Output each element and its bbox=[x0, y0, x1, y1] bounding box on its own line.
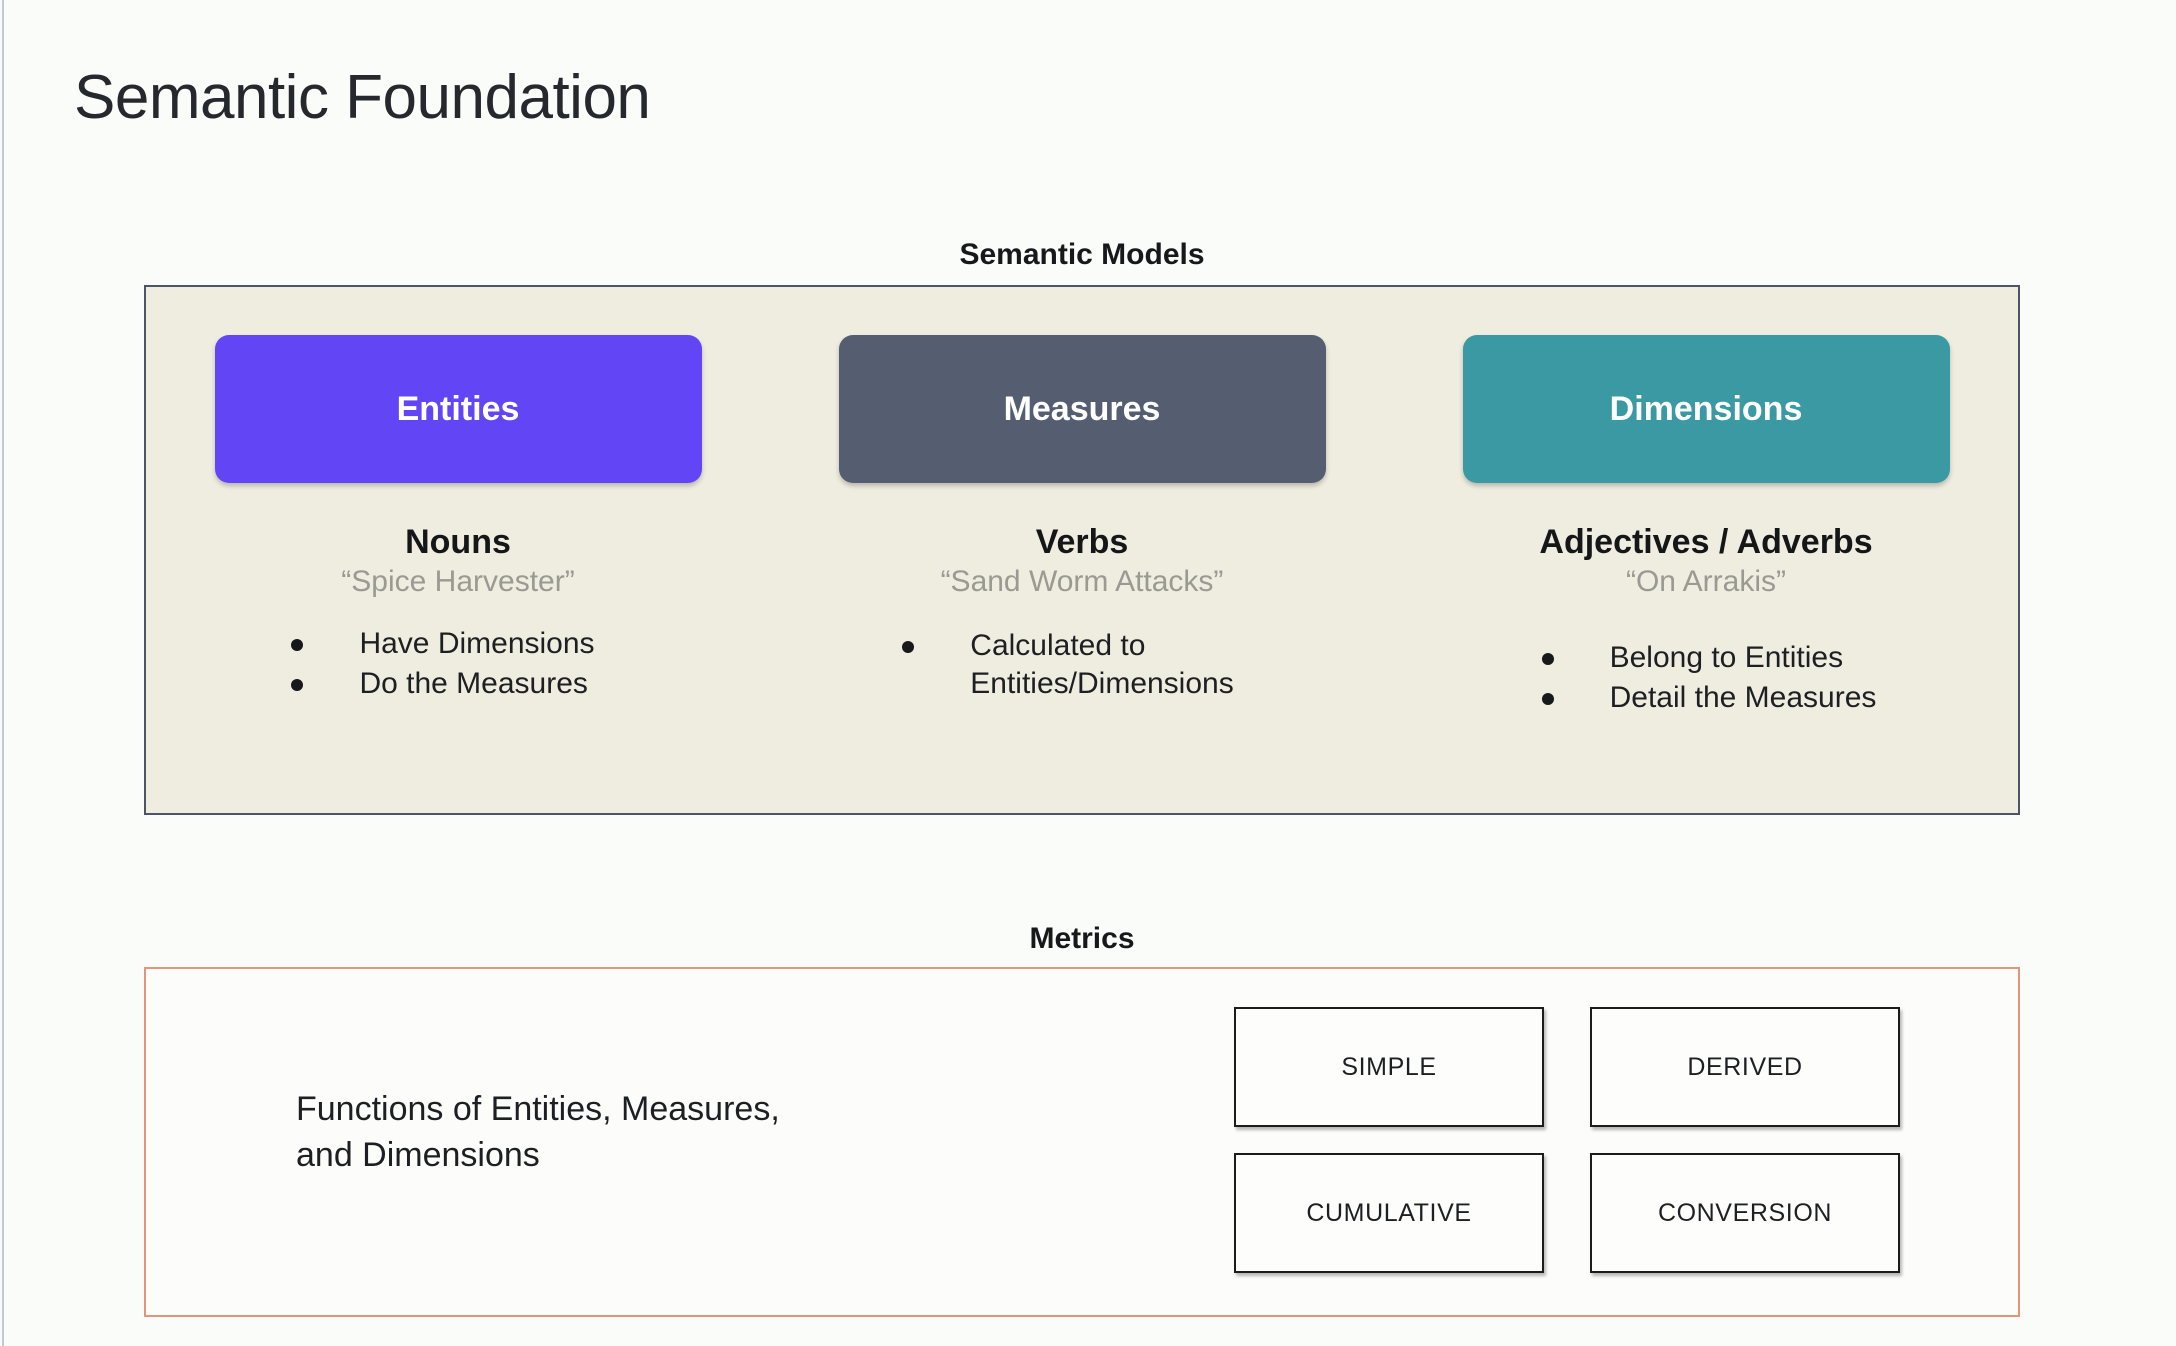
bullet-icon bbox=[902, 640, 915, 653]
metric-type-cumulative[interactable]: CUMULATIVE bbox=[1234, 1153, 1544, 1273]
bullet-icon bbox=[1541, 652, 1554, 665]
list-item: Calculated to Entities/Dimensions bbox=[902, 627, 1234, 704]
list-item-label: Belong to Entities bbox=[1609, 640, 1844, 674]
model-column-measures: Measures Verbs “Sand Worm Attacks” Calcu… bbox=[770, 287, 1394, 813]
metrics-description: Functions of Entities, Measures, and Dim… bbox=[296, 1090, 780, 1174]
list-item-label: Calculated to Entities/Dimensions bbox=[970, 628, 1234, 701]
list-item: Belong to Entities bbox=[1541, 639, 1877, 677]
dimensions-card[interactable]: Dimensions bbox=[1462, 335, 1950, 483]
model-column-dimensions: Dimensions Adjectives / Adverbs “On Arra… bbox=[1394, 287, 2018, 813]
page-title: Semantic Foundation bbox=[74, 63, 651, 132]
metric-type-derived[interactable]: DERIVED bbox=[1590, 1007, 1900, 1127]
bullet-icon bbox=[291, 679, 304, 692]
dimensions-bullet-list: Belong to Entities Detail the Measures bbox=[1541, 639, 1877, 718]
measures-example: “Sand Worm Attacks” bbox=[940, 564, 1224, 598]
left-edge-rule bbox=[2, 0, 4, 1346]
entities-bullet-list: Have Dimensions Do the Measures bbox=[291, 625, 595, 704]
model-column-entities: Entities Nouns “Spice Harvester” Have Di… bbox=[146, 287, 770, 813]
dimensions-part-of-speech: Adjectives / Adverbs bbox=[1539, 523, 1873, 561]
semantic-models-panel: Entities Nouns “Spice Harvester” Have Di… bbox=[144, 285, 2020, 815]
entities-example: “Spice Harvester” bbox=[341, 564, 575, 598]
measures-card[interactable]: Measures bbox=[838, 335, 1326, 483]
list-item: Detail the Measures bbox=[1541, 679, 1877, 717]
list-item-label: Have Dimensions bbox=[359, 626, 595, 660]
dimensions-example: “On Arrakis” bbox=[1625, 564, 1787, 598]
list-item-label: Detail the Measures bbox=[1609, 681, 1877, 715]
bullet-icon bbox=[291, 638, 304, 651]
entities-part-of-speech: Nouns bbox=[405, 523, 511, 561]
metrics-heading: Metrics bbox=[1029, 922, 1135, 955]
measures-part-of-speech: Verbs bbox=[1035, 523, 1129, 561]
entities-card[interactable]: Entities bbox=[214, 335, 702, 483]
list-item-label: Do the Measures bbox=[359, 667, 588, 701]
metric-type-grid: SIMPLE DERIVED CUMULATIVE CONVERSION bbox=[1234, 1007, 1900, 1273]
metric-type-simple[interactable]: SIMPLE bbox=[1234, 1007, 1544, 1127]
bullet-icon bbox=[1541, 693, 1554, 706]
list-item: Have Dimensions bbox=[291, 625, 595, 663]
list-item: Do the Measures bbox=[291, 665, 594, 703]
metric-type-conversion[interactable]: CONVERSION bbox=[1590, 1153, 1900, 1273]
measures-bullet-list: Calculated to Entities/Dimensions bbox=[902, 627, 1234, 704]
metrics-panel: Functions of Entities, Measures, and Dim… bbox=[144, 967, 2020, 1317]
semantic-models-heading: Semantic Models bbox=[959, 238, 1205, 271]
semantic-models-columns: Entities Nouns “Spice Harvester” Have Di… bbox=[146, 287, 2018, 813]
